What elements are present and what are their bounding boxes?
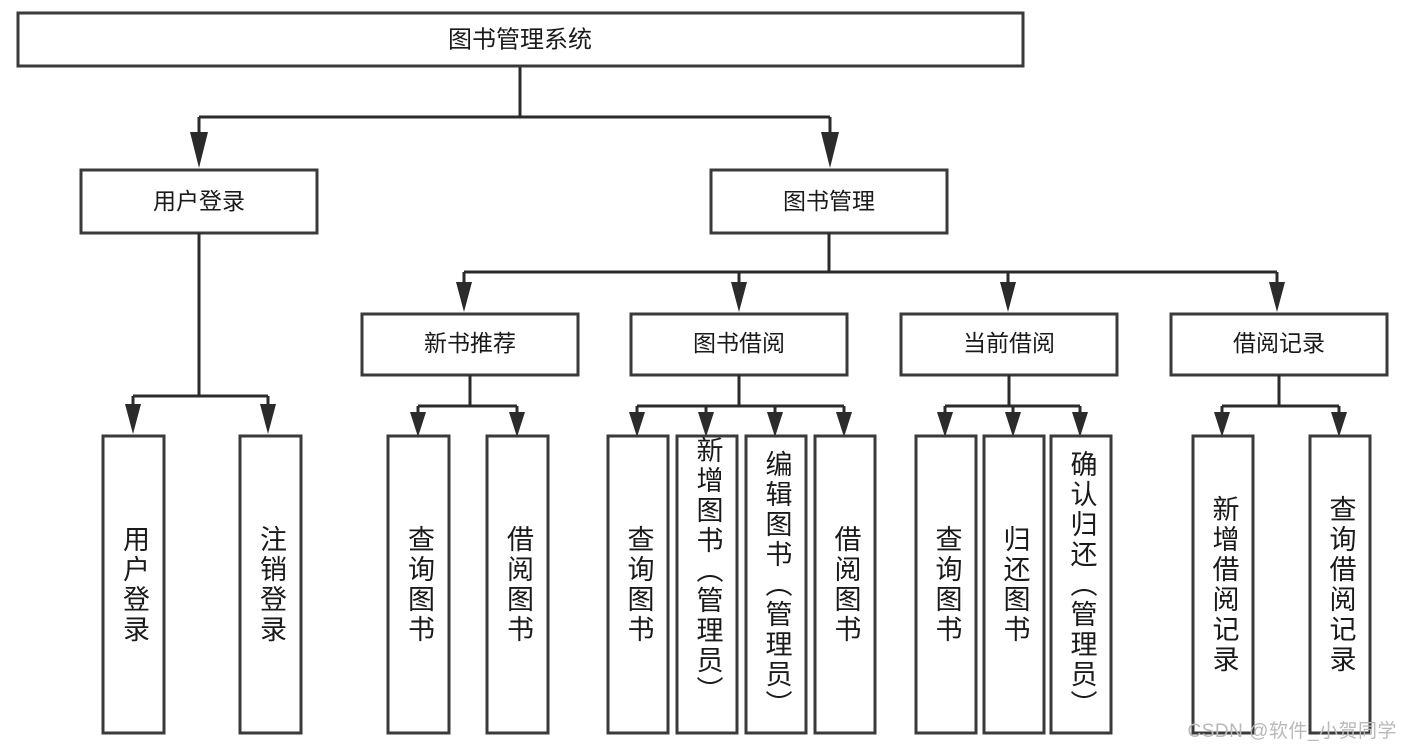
leaf-box-current-borrow-1[interactable] (914, 434, 978, 735)
connector-group-new-book (410, 375, 525, 437)
node-book-borrow-box[interactable] (629, 312, 849, 377)
node-borrow-record-box[interactable] (1169, 312, 1389, 377)
leaf-box-book-borrow-4[interactable] (813, 434, 877, 735)
node-new-book-recommend-label: 新书推荐 (424, 330, 516, 356)
connector-group-current-borrow (937, 375, 1088, 437)
leaf-box-book-borrow-1[interactable] (606, 434, 670, 735)
node-new-book-recommend-box[interactable] (360, 312, 580, 377)
leaf-box-book-borrow-3[interactable] (744, 434, 808, 735)
arrowhead-currentborrow-leaf3 (1072, 412, 1088, 437)
leaf-box-new-book-1[interactable] (386, 434, 451, 735)
arrowhead-book-mgmt (821, 132, 839, 168)
node-book-borrow[interactable]: 图书借阅 (629, 312, 849, 377)
node-new-book-recommend[interactable]: 新书推荐 (360, 312, 580, 377)
arrowhead-bookborrow-leaf1 (629, 412, 645, 437)
leaf-box-current-borrow-2[interactable] (982, 434, 1046, 735)
arrowhead-borrowrecord-leaf1 (1214, 412, 1230, 437)
node-book-borrow-label: 图书借阅 (693, 330, 785, 356)
arrowhead-userlogin-leaf1 (125, 404, 141, 434)
arrowhead-user-login (190, 132, 208, 168)
arrowhead-book-borrow (731, 282, 747, 312)
arrowhead-newbook-leaf1 (410, 412, 426, 437)
node-current-borrow-box[interactable] (899, 312, 1119, 377)
node-user-login[interactable]: 用户登录 (79, 168, 319, 235)
leaf-box-borrow-record-2[interactable] (1308, 434, 1372, 735)
leaf-box-borrow-record-1[interactable] (1191, 434, 1255, 735)
node-book-management[interactable]: 图书管理 (709, 168, 949, 235)
arrowhead-new-book (456, 282, 472, 312)
leaf-box-current-borrow-3[interactable] (1049, 434, 1113, 735)
arrowhead-currentborrow-leaf1 (937, 412, 953, 437)
node-user-login-label: 用户登录 (153, 188, 245, 214)
arrowhead-bookborrow-leaf3 (767, 412, 783, 437)
connector-group-borrow-record (1214, 375, 1347, 437)
node-current-borrow-label: 当前借阅 (963, 330, 1055, 356)
connector-group-user-login (125, 233, 276, 434)
connector-group-book-management (456, 233, 1285, 312)
connector-group-root (190, 66, 839, 168)
node-user-login-box[interactable] (79, 168, 319, 235)
arrowhead-borrow-record (1269, 282, 1285, 312)
arrowhead-currentborrow-leaf2 (1005, 412, 1021, 437)
csdn-watermark: CSDN @软件_小贺同学 (1187, 721, 1397, 742)
arrowhead-bookborrow-leaf4 (836, 412, 852, 437)
leaf-box-new-book-2[interactable] (485, 434, 550, 735)
node-borrow-record[interactable]: 借阅记录 (1169, 312, 1389, 377)
node-current-borrow[interactable]: 当前借阅 (899, 312, 1119, 377)
node-root-system-label: 图书管理系统 (448, 26, 592, 53)
arrowhead-current-borrow (1000, 282, 1016, 312)
arrowhead-userlogin-leaf2 (260, 404, 276, 434)
leaf-box-book-borrow-2[interactable] (675, 434, 739, 735)
node-root-system-box[interactable] (16, 11, 1025, 68)
arrowhead-bookborrow-leaf2 (698, 412, 714, 437)
arrowhead-borrowrecord-leaf2 (1331, 412, 1347, 437)
node-borrow-record-label: 借阅记录 (1233, 330, 1325, 356)
leaf-box-user-login-1[interactable] (101, 434, 166, 735)
arrowhead-newbook-leaf2 (509, 412, 525, 437)
leaf-box-user-login-2[interactable] (238, 434, 303, 735)
connector-group-book-borrow (629, 375, 852, 437)
node-book-management-label: 图书管理 (783, 188, 875, 214)
node-root-system[interactable]: 图书管理系统 (16, 11, 1025, 68)
